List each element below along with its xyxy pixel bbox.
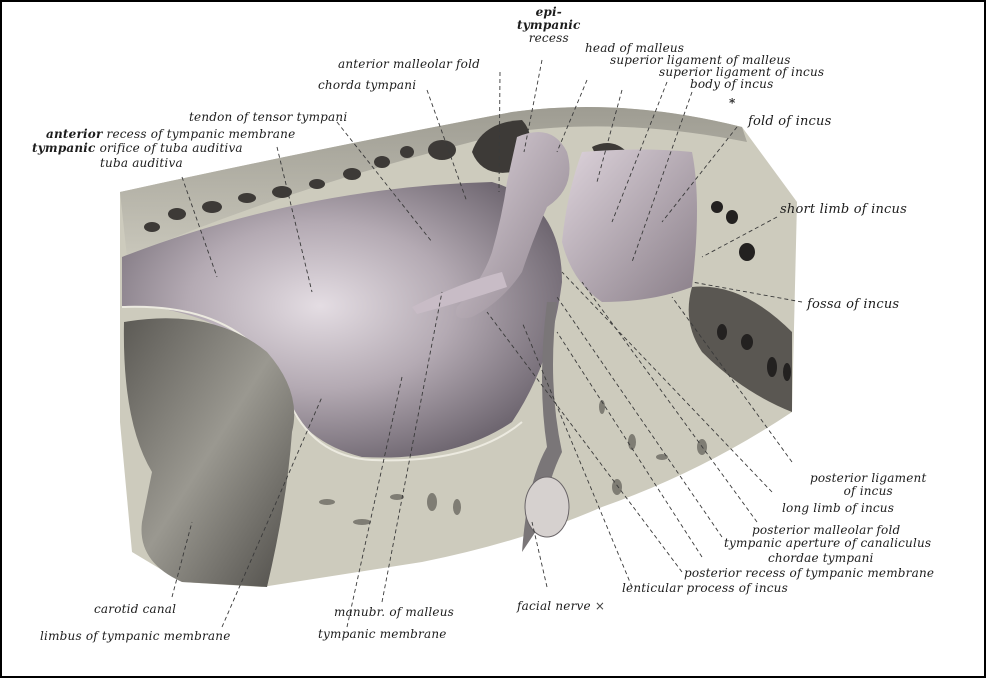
incus bbox=[562, 149, 697, 302]
label-body-of-incus: body of incus bbox=[690, 77, 774, 91]
label-lenticular-process-of-incus: lenticular process of incus bbox=[622, 581, 788, 595]
label-posterior-ligament-of-incus: posterior ligament of incus bbox=[810, 471, 927, 498]
malleus bbox=[456, 132, 570, 319]
carotid-canal bbox=[123, 318, 295, 587]
mastoid-air-cells-right bbox=[711, 201, 791, 381]
facial-nerve-knot bbox=[524, 476, 570, 538]
posterior-cavity bbox=[688, 286, 792, 412]
label-anterior-recess: anterior recess of tympanic membrane bbox=[46, 127, 296, 141]
tegmen-bone bbox=[120, 107, 747, 257]
label-facial-nerve: facial nerve × bbox=[517, 599, 606, 613]
label-fold-of-incus: fold of incus bbox=[748, 114, 832, 129]
label-chordae-tympani: chordae tympani bbox=[768, 551, 874, 565]
label-long-limb-of-incus: long limb of incus bbox=[782, 501, 895, 515]
label-anterior-malleolar-fold: anterior malleolar fold bbox=[338, 57, 481, 71]
label-chorda-tympani: chorda tympani bbox=[318, 78, 417, 92]
label-epitympanic-recess: epi- tympanic recess bbox=[517, 5, 581, 45]
label-posterior-recess: posterior recess of tympanic membrane bbox=[684, 566, 935, 580]
label-head-of-malleus: head of malleus bbox=[585, 41, 685, 55]
label-short-limb-of-incus: short limb of incus bbox=[780, 202, 907, 217]
tympanic-membrane bbox=[122, 182, 562, 458]
label-carotid-canal: carotid canal bbox=[94, 602, 177, 616]
label-tuba-auditiva: tuba auditiva bbox=[100, 156, 183, 170]
cross-marker-icon: × bbox=[594, 599, 606, 613]
label-tendon-of-tensor-tympani: tendon of tensor tympani bbox=[189, 110, 348, 124]
label-posterior-malleolar-fold: posterior malleolar fold bbox=[752, 523, 901, 537]
label-asterisk: * bbox=[729, 96, 736, 110]
label-tympanic-aperture-of-canaliculus: tympanic aperture of canaliculus bbox=[724, 536, 932, 550]
leader-lines bbox=[171, 59, 803, 628]
label-fossa-of-incus: fossa of incus bbox=[807, 297, 900, 312]
mastoid-air-cells-top bbox=[144, 120, 627, 232]
anterior-process bbox=[412, 272, 507, 314]
label-superior-ligament-of-incus: superior ligament of incus bbox=[659, 65, 825, 79]
label-manubr-of-malleus: manubr. of malleus bbox=[334, 605, 454, 619]
label-limbus-of-tympanic-membrane: limbus of tympanic membrane bbox=[40, 629, 231, 643]
label-superior-ligament-of-malleus: superior ligament of malleus bbox=[610, 53, 791, 67]
label-tympanic-orifice: tympanic orifice of tuba auditiva bbox=[32, 141, 243, 155]
label-tympanic-membrane: tympanic membrane bbox=[318, 627, 447, 641]
